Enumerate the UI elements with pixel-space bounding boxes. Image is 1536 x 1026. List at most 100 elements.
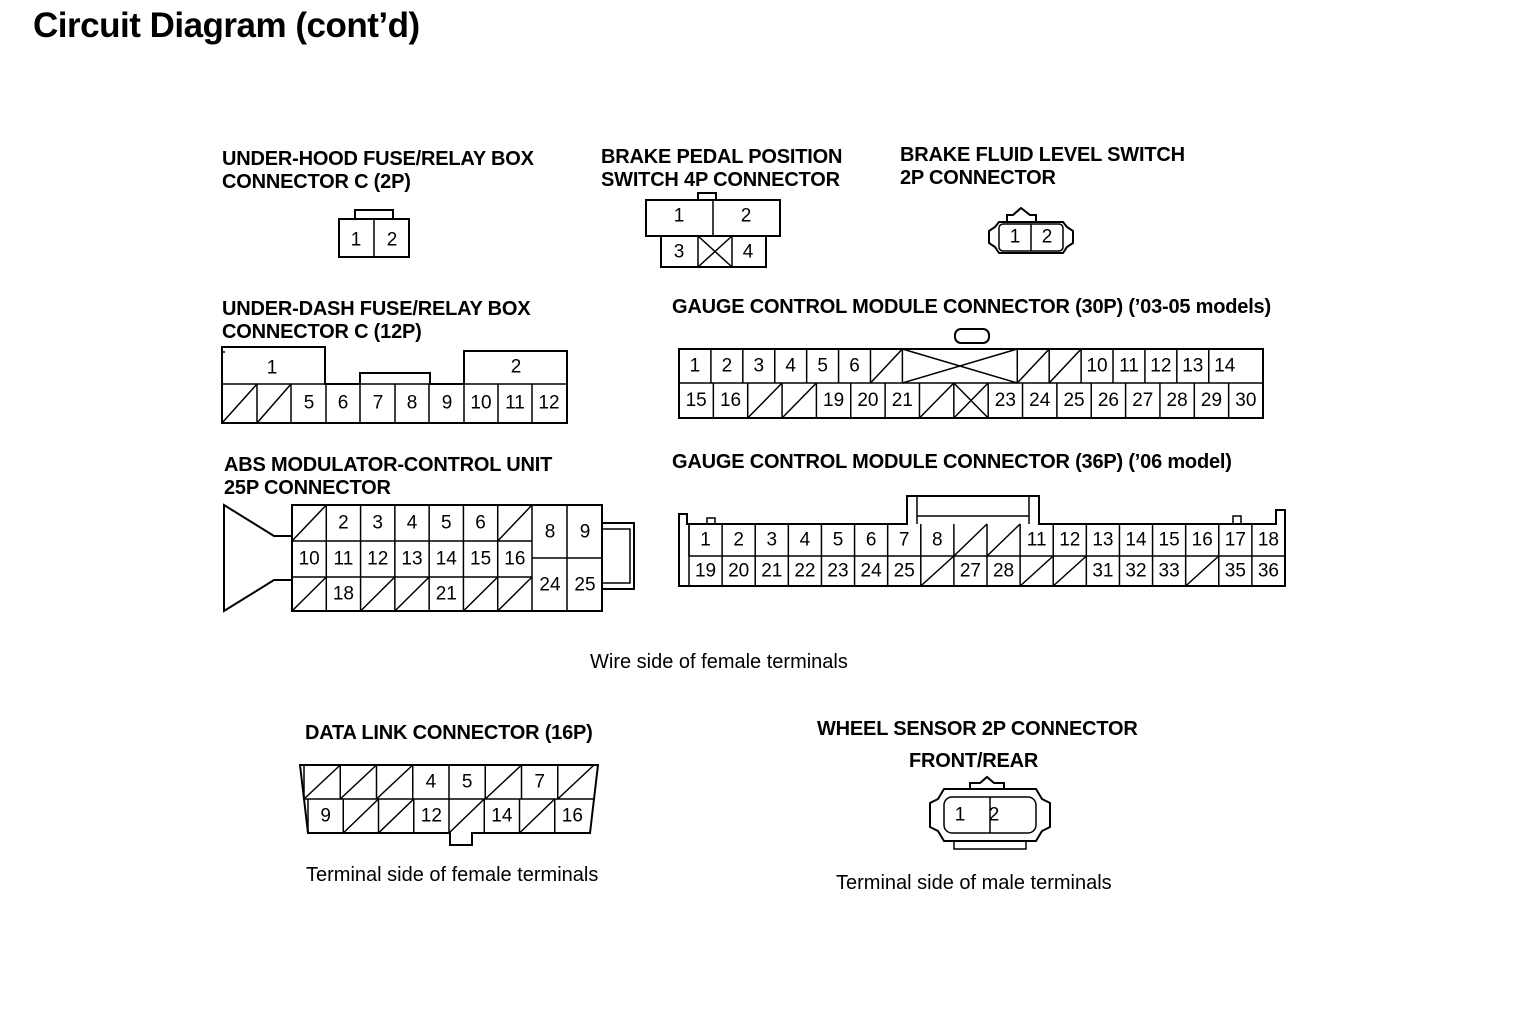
- gauge30-top-t1: 2: [722, 356, 733, 377]
- gauge36-bot-t10-empty: [1019, 555, 1054, 587]
- gauge36-bot-t7-empty: [920, 555, 955, 587]
- gauge36-bot-t3: 22: [794, 561, 815, 582]
- gauge36-top-t17: 18: [1258, 530, 1279, 551]
- gauge36-bot-t8: 27: [960, 561, 981, 582]
- gauge36-top-t0: 1: [700, 530, 711, 551]
- dlc-top-t4: 5: [462, 772, 473, 793]
- gauge36-top-t3: 4: [800, 530, 811, 551]
- gauge36-bot-t9: 28: [993, 561, 1014, 582]
- ud-fuse-t8: 8: [407, 393, 418, 414]
- abs-r3-t6-empty: [497, 576, 533, 612]
- dlc-bot-t6-empty: [518, 798, 556, 834]
- wheel-t2: 2: [989, 805, 1000, 826]
- abs-r1-t2: 3: [372, 513, 383, 534]
- abs-right-t2: 24: [539, 575, 561, 596]
- abs-r3-t4: 21: [436, 584, 457, 605]
- abs-r1-t3: 4: [407, 513, 418, 534]
- gauge30-bot-t12: 26: [1098, 390, 1119, 411]
- abs-r1-t1: 2: [338, 513, 349, 534]
- gauge30-bot-t10: 24: [1029, 390, 1051, 411]
- ud-fuse-t12: 12: [538, 393, 559, 414]
- gauge30-bot-x-b: [953, 382, 989, 419]
- gauge36-top-t13: 14: [1125, 530, 1147, 551]
- abs-r1-t6-empty: [497, 504, 533, 542]
- gauge36-bot-t12: 31: [1092, 561, 1113, 582]
- abs-r1-t4: 5: [441, 513, 452, 534]
- dlc-top-t2-empty: [375, 764, 414, 800]
- dlc-bot-t3: 12: [421, 806, 442, 827]
- brake-fluid-connector: 1 2: [988, 206, 1074, 254]
- gauge36-bot-t0: 19: [695, 561, 716, 582]
- dlc-bot-t7: 16: [562, 806, 583, 827]
- dlc-top-t1-empty: [339, 764, 378, 800]
- wire-side-note: Wire side of female terminals: [590, 651, 848, 673]
- brake-pedal-t4: 4: [743, 242, 754, 263]
- gauge30-top-t2: 3: [753, 356, 764, 377]
- gauge36-top-t10: 11: [1027, 530, 1047, 551]
- dlc-bot-t1-empty: [342, 798, 380, 834]
- brake-pedal-t1: 1: [674, 206, 685, 227]
- dlc-bot-t4-empty: [448, 798, 485, 834]
- gauge30-bot-t15: 29: [1201, 390, 1222, 411]
- gauge30-bot-t2-empty: [747, 382, 783, 419]
- ud-fuse-t9: 9: [442, 393, 453, 414]
- dlc-top-t6: 7: [534, 772, 545, 793]
- gauge30-bot-t1: 16: [720, 390, 741, 411]
- abs-r2-t1: 11: [334, 549, 354, 570]
- brake-pedal-t3: 3: [674, 242, 685, 263]
- gauge36-top-t1: 2: [733, 530, 744, 551]
- abs-r2-t5: 15: [470, 549, 491, 570]
- gauge36-bot-t17: 36: [1258, 561, 1279, 582]
- abs-r3-t5-empty: [462, 576, 499, 612]
- page-title: Circuit Diagram (cont’d): [33, 6, 420, 45]
- dlc-bot-t5: 14: [491, 806, 513, 827]
- gauge30-bot-t7-empty: [918, 382, 955, 419]
- ud-fuse-t6: 6: [338, 393, 349, 414]
- gauge36-top-t5: 6: [866, 530, 877, 551]
- gauge36-bot-t15-empty: [1185, 555, 1220, 587]
- wheel-label-2: FRONT/REAR: [909, 750, 1039, 772]
- gauge30-top-t5: 6: [849, 356, 860, 377]
- gauge30-top-t12-empty: [1048, 348, 1082, 384]
- gauge36-top-t4: 5: [833, 530, 844, 551]
- gauge36-top-t15: 16: [1192, 530, 1213, 551]
- gauge30-xblock-b: [902, 348, 1018, 384]
- abs-right-t3: 25: [574, 575, 595, 596]
- gauge30-top-t15: 12: [1150, 356, 1171, 377]
- gauge30-top-t4: 5: [817, 356, 828, 377]
- gauge36-bot-t2: 21: [761, 561, 782, 582]
- dlc-top-t7-empty: [557, 764, 595, 800]
- abs-r2-t3: 13: [401, 549, 422, 570]
- ud-fuse-t11: 11: [505, 393, 525, 414]
- ud-fuse-t5: 5: [304, 393, 315, 414]
- brake-fluid-t1: 1: [1010, 227, 1021, 248]
- gauge30-bot-t0: 15: [686, 390, 707, 411]
- gauge30-bot-t3-empty: [781, 382, 817, 419]
- gauge36-bot-t13: 32: [1125, 561, 1146, 582]
- gauge30-bot-t4: 19: [823, 390, 844, 411]
- abs-r3-t2-empty: [360, 576, 396, 612]
- gauge36-top-t2: 3: [766, 530, 777, 551]
- ud-fuse-connector: 1 2 5 6 7 8 9 10 11 12: [221, 346, 568, 424]
- wheel-side-note: Terminal side of male terminals: [836, 872, 1112, 894]
- gauge30-label: GAUGE CONTROL MODULE CONNECTOR (30P) (’0…: [672, 296, 1271, 318]
- ud-fuse-t10: 10: [470, 393, 491, 414]
- dlc-bot-t2-empty: [377, 798, 415, 834]
- gauge36-top-t16: 17: [1225, 530, 1246, 551]
- brake-fluid-t2: 2: [1042, 227, 1053, 248]
- abs-r1-t0-empty: [291, 504, 327, 542]
- ud-fuse-t1: 1: [267, 358, 278, 379]
- dlc-top-t3: 4: [426, 772, 437, 793]
- gauge36-bot-t14: 33: [1159, 561, 1180, 582]
- gauge30-top-t17: 14: [1214, 356, 1236, 377]
- ud-fuse-t7: 7: [373, 393, 384, 414]
